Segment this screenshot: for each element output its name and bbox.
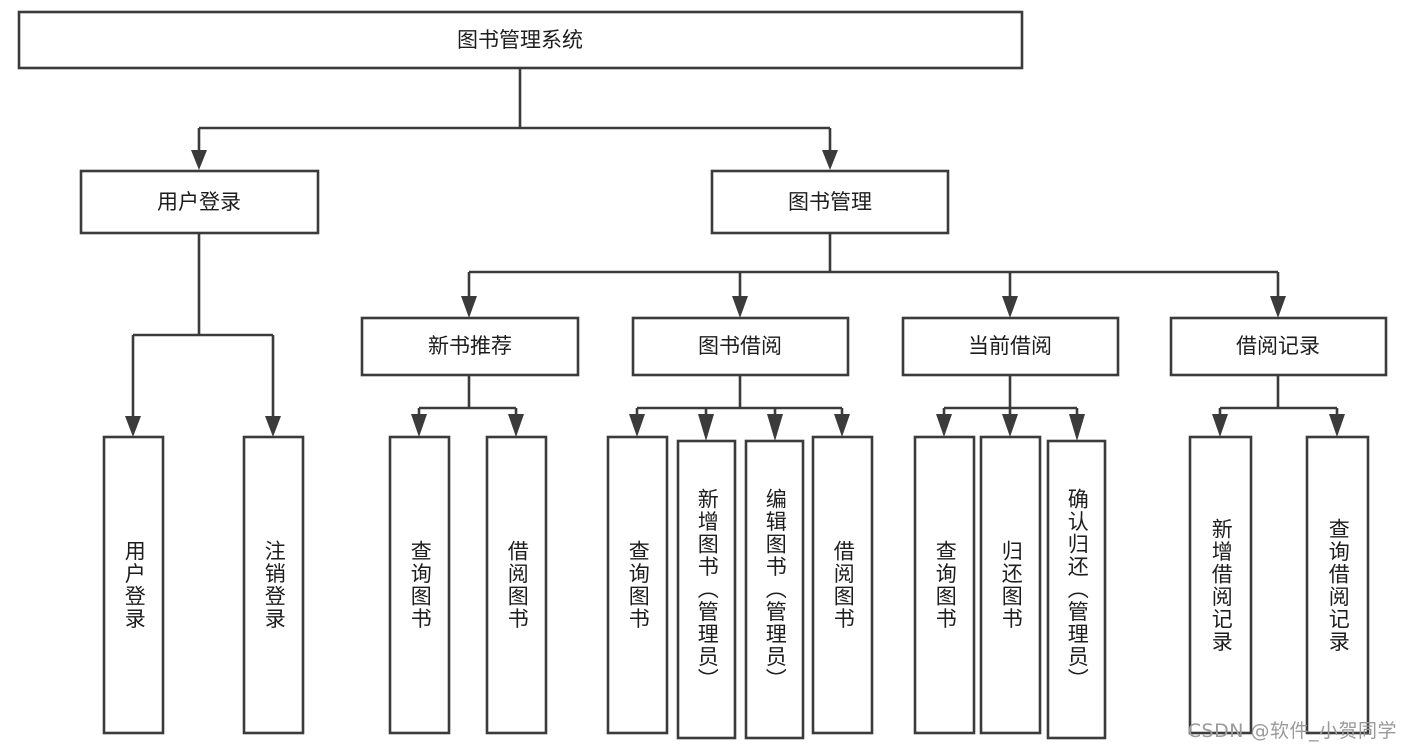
arrow-head-cb-leaf-2 bbox=[1002, 414, 1018, 437]
label-current-borrow: 当前借阅 bbox=[968, 334, 1052, 358]
node-leaf-logout[interactable] bbox=[242, 435, 305, 735]
connector-group-borrow-record bbox=[1212, 375, 1345, 437]
connector-group-book-borrow bbox=[629, 375, 850, 441]
connector-group-user-login bbox=[125, 233, 281, 437]
node-leaf-bb-add-book-admin[interactable] bbox=[676, 439, 737, 740]
node-user-login[interactable] bbox=[79, 169, 320, 235]
node-leaf-cb-confirm-return-admin[interactable] bbox=[1046, 439, 1107, 740]
node-root-book-management-system[interactable] bbox=[17, 10, 1024, 70]
watermark-text: CSDN @软件_小贺同学 bbox=[1187, 720, 1397, 742]
arrow-head-bb-leaf-3 bbox=[767, 414, 783, 441]
label-borrow-record: 借阅记录 bbox=[1236, 334, 1320, 358]
arrow-head-cb-leaf-3 bbox=[1069, 414, 1085, 441]
arrow-head-bb-leaf-4 bbox=[834, 414, 850, 437]
connector-group-book-manage bbox=[461, 233, 1286, 318]
node-leaf-nbr-query-book[interactable] bbox=[388, 435, 451, 735]
label-book-management: 图书管理 bbox=[788, 190, 872, 214]
arrow-head-br-leaf-1 bbox=[1212, 414, 1228, 437]
arrow-head-bb-leaf-1 bbox=[629, 414, 645, 437]
node-book-management[interactable] bbox=[710, 169, 950, 235]
arrow-head-nbr-leaf-2 bbox=[508, 414, 524, 437]
node-leaf-user-login[interactable] bbox=[102, 435, 165, 735]
node-leaf-nbr-borrow-book[interactable] bbox=[485, 435, 548, 735]
node-current-borrow[interactable] bbox=[901, 316, 1120, 377]
arrow-head-bb-leaf-2 bbox=[698, 414, 714, 441]
arrow-head-book-manage bbox=[822, 150, 838, 170]
arrow-head-nbr-leaf-1 bbox=[411, 414, 427, 437]
arrow-head-new-book-recommend bbox=[461, 296, 477, 318]
arrow-head-br-leaf-2 bbox=[1329, 414, 1345, 437]
node-leaf-bb-edit-book-admin[interactable] bbox=[744, 439, 805, 740]
node-leaf-br-add-record[interactable] bbox=[1188, 435, 1253, 735]
arrow-head-cb-leaf-1 bbox=[936, 414, 952, 437]
label-new-book-recommend: 新书推荐 bbox=[428, 334, 512, 358]
arrow-head-book-borrow bbox=[732, 296, 748, 318]
node-borrow-record[interactable] bbox=[1169, 316, 1388, 377]
node-leaf-cb-return-book[interactable] bbox=[979, 435, 1042, 735]
arrow-head-leaf-user-login bbox=[125, 416, 141, 437]
arrow-head-borrow-record bbox=[1270, 296, 1286, 318]
node-leaf-br-query-record[interactable] bbox=[1305, 435, 1370, 735]
node-leaf-bb-borrow-book[interactable] bbox=[811, 435, 874, 735]
arrow-head-current-borrow bbox=[1002, 296, 1018, 318]
arrow-head-leaf-logout bbox=[265, 416, 281, 437]
connector-group-current-borrow bbox=[936, 375, 1085, 441]
label-user-login: 用户登录 bbox=[157, 190, 241, 214]
node-new-book-recommend[interactable] bbox=[360, 316, 580, 377]
label-book-borrow: 图书借阅 bbox=[698, 334, 782, 358]
label-root: 图书管理系统 bbox=[457, 28, 583, 52]
node-book-borrow[interactable] bbox=[631, 316, 850, 377]
node-leaf-cb-query-book[interactable] bbox=[913, 435, 976, 735]
connector-group-new-book-recommend bbox=[411, 375, 524, 437]
connector-group-root bbox=[191, 68, 838, 170]
arrow-head-user-login bbox=[191, 150, 207, 170]
node-leaf-bb-query-book[interactable] bbox=[606, 435, 669, 735]
